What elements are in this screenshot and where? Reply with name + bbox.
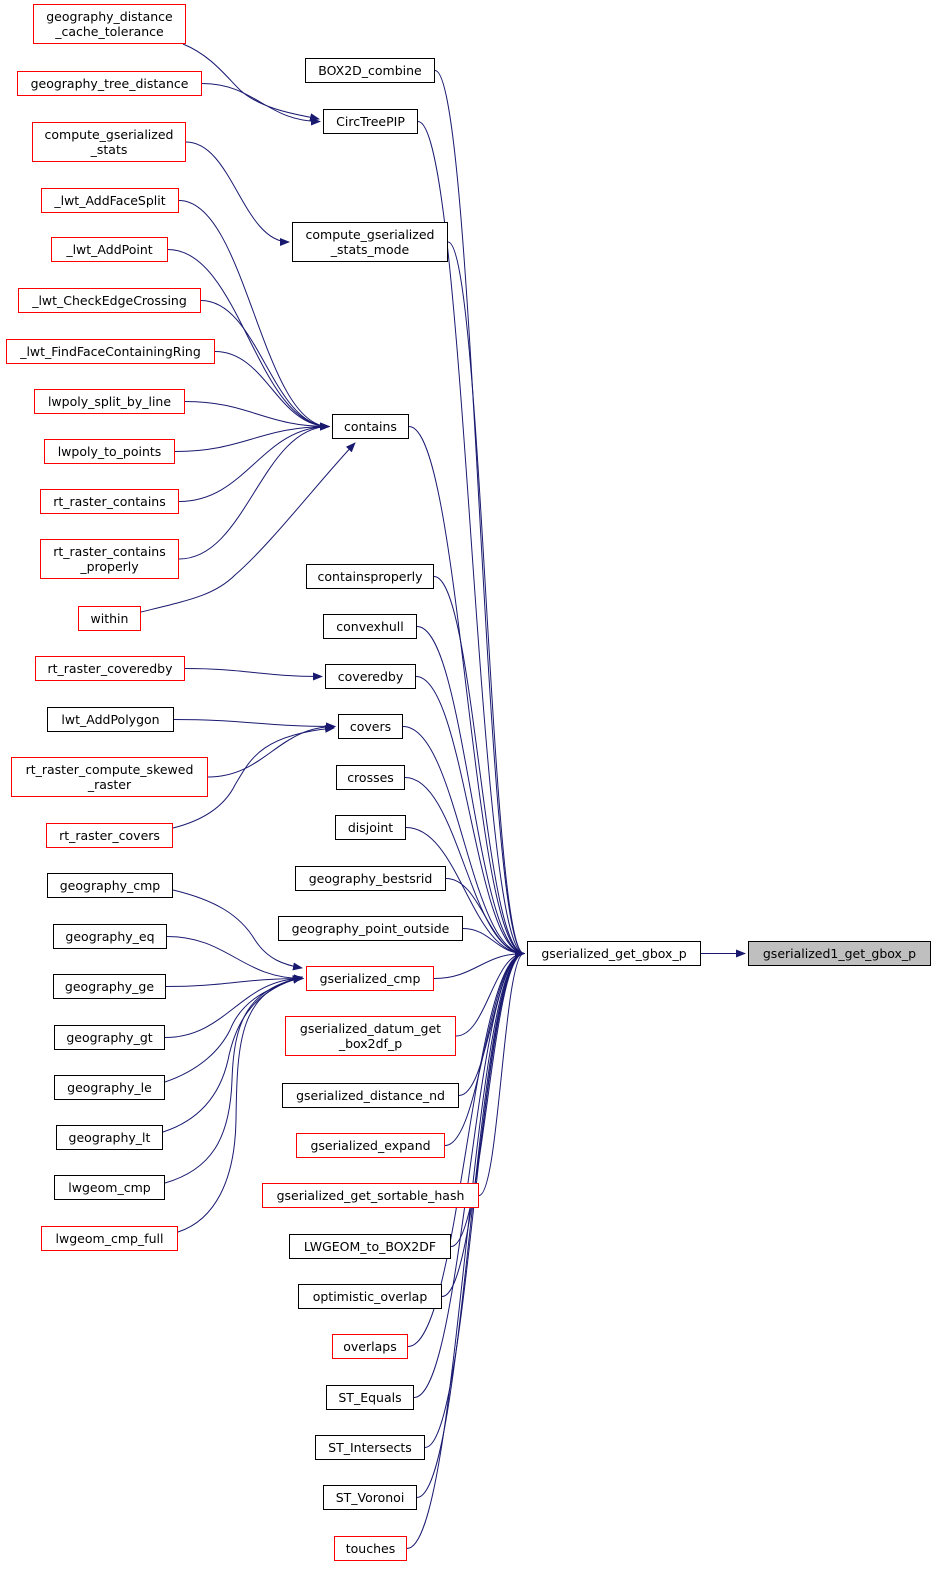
node-touches[interactable]: touches	[334, 1536, 407, 1561]
node-rt-raster-compute-skewed-raster[interactable]: rt_raster_compute_skewed _raster	[11, 757, 208, 797]
node-covers[interactable]: covers	[338, 714, 403, 739]
edge-st-voronoi-to-gserialized-get-gbox-p	[416, 949, 525, 1498]
node-convexhull[interactable]: convexhull	[323, 614, 417, 639]
node-contains[interactable]: contains	[332, 414, 409, 439]
node-gserialized-datum-get-box2df-p[interactable]: gserialized_datum_get _box2df_p	[285, 1016, 456, 1056]
node-geography-le[interactable]: geography_le	[54, 1075, 165, 1100]
node-gserialized-distance-nd[interactable]: gserialized_distance_nd	[282, 1083, 459, 1108]
node-geography-point-outside[interactable]: geography_point_outside	[278, 916, 463, 941]
edge-lwgeom-cmp-full-to-gserialized-cmp	[177, 975, 303, 1233]
edge-st-equals-to-gserialized-get-gbox-p	[413, 949, 525, 1398]
edge-rt-raster-contains-to-contains	[178, 422, 330, 502]
node-compute-gserialized-stats[interactable]: compute_gserialized _stats	[32, 122, 186, 162]
node-crosses[interactable]: crosses	[336, 765, 405, 790]
edge-lwgeom-to-box2df-to-gserialized-get-gbox-p	[450, 949, 525, 1247]
node-within[interactable]: within	[78, 606, 141, 631]
node-lwt-addpoint[interactable]: _lwt_AddPoint	[51, 237, 168, 262]
edge-coveredby-to-gserialized-get-gbox-p	[415, 676, 525, 958]
edge-lwpoly-split-by-line-to-contains	[184, 401, 330, 431]
edge-gserialized-cmp-to-gserialized-get-gbox-p	[433, 949, 525, 979]
edge-geography-eq-to-gserialized-cmp	[166, 936, 304, 983]
node-rt-raster-coveredby[interactable]: rt_raster_coveredby	[35, 656, 185, 681]
node-lwt-checkedgecrossing[interactable]: _lwt_CheckEdgeCrossing	[18, 288, 201, 313]
node-geography-distance-cache-tolerance[interactable]: geography_distance _cache_tolerance	[33, 4, 186, 44]
edge-lwt-checkedgecrossing-to-contains	[200, 300, 330, 431]
edge-rt-raster-contains-properly-to-contains	[178, 422, 330, 560]
edge-convexhull-to-gserialized-get-gbox-p	[416, 626, 525, 958]
node-geography-bestsrid[interactable]: geography_bestsrid	[295, 866, 446, 891]
node-optimistic-overlap[interactable]: optimistic_overlap	[298, 1284, 442, 1309]
node-gserialized1-get-gbox-p: gserialized1_get_gbox_p	[748, 941, 931, 966]
node-disjoint[interactable]: disjoint	[335, 815, 406, 840]
node-containsproperly[interactable]: containsproperly	[306, 564, 434, 589]
edge-rt-raster-compute-skewed-raster-to-covers	[207, 722, 336, 778]
node-overlaps[interactable]: overlaps	[332, 1334, 408, 1359]
node-gserialized-get-gbox-p[interactable]: gserialized_get_gbox_p	[527, 941, 701, 966]
node-st-intersects[interactable]: ST_Intersects	[315, 1435, 425, 1460]
node-gserialized-cmp[interactable]: gserialized_cmp	[306, 966, 434, 991]
edge-touches-to-gserialized-get-gbox-p	[406, 949, 525, 1549]
edge-contains-to-gserialized-get-gbox-p	[408, 426, 525, 958]
edge-lwt-addfacesplit-to-contains	[178, 200, 330, 431]
edge-rt-raster-coveredby-to-coveredby	[184, 668, 323, 681]
edge-compute-gserialized-stats-mode-to-gserialized-get-gbox-p	[447, 241, 525, 958]
edge-rt-raster-covers-to-covers	[172, 724, 335, 829]
node-circtreepip[interactable]: CircTreePIP	[323, 109, 418, 134]
node-coveredby[interactable]: coveredby	[325, 664, 416, 689]
node-compute-gserialized-stats-mode[interactable]: compute_gserialized _stats_mode	[292, 222, 448, 262]
edge-geography-gt-to-gserialized-cmp	[164, 974, 304, 1038]
edge-within-to-contains	[140, 442, 356, 613]
node-rt-raster-contains-properly[interactable]: rt_raster_contains _properly	[40, 539, 179, 579]
node-geography-eq[interactable]: geography_eq	[53, 924, 167, 949]
node-rt-raster-covers[interactable]: rt_raster_covers	[46, 823, 173, 848]
edge-lwt-findfacecontainingring-to-contains	[214, 351, 330, 431]
node-st-voronoi[interactable]: ST_Voronoi	[323, 1485, 417, 1510]
node-gserialized-expand[interactable]: gserialized_expand	[296, 1133, 445, 1158]
node-lwgeom-cmp[interactable]: lwgeom_cmp	[54, 1175, 165, 1200]
edge-geography-cmp-to-gserialized-cmp	[172, 889, 303, 971]
node-geography-cmp[interactable]: geography_cmp	[47, 873, 173, 898]
node-lwpoly-to-points[interactable]: lwpoly_to_points	[44, 439, 175, 464]
edge-compute-gserialized-stats-to-compute-gserialized-stats-mode	[185, 141, 290, 246]
edge-lwgeom-cmp-to-gserialized-cmp	[164, 975, 303, 1184]
edge-lwt-addpolygon-to-covers	[173, 719, 336, 731]
node-lwt-addpolygon[interactable]: lwt_AddPolygon	[47, 707, 174, 732]
node-rt-raster-contains[interactable]: rt_raster_contains	[40, 489, 179, 514]
edge-circtreepip-to-gserialized-get-gbox-p	[417, 121, 525, 958]
edge-geography-lt-to-gserialized-cmp	[162, 975, 303, 1133]
node-lwt-findfacecontainingring[interactable]: _lwt_FindFaceContainingRing	[6, 339, 215, 364]
edge-geography-le-to-gserialized-cmp	[164, 975, 303, 1083]
node-lwpoly-split-by-line[interactable]: lwpoly_split_by_line	[34, 389, 185, 414]
edge-gserialized-get-sortable-hash-to-gserialized-get-gbox-p	[478, 949, 525, 1196]
edge-containsproperly-to-gserialized-get-gbox-p	[433, 576, 525, 958]
node-lwgeom-to-box2df[interactable]: LWGEOM_to_BOX2DF	[289, 1234, 451, 1259]
edge-gserialized-datum-get-box2df-p-to-gserialized-get-gbox-p	[455, 949, 525, 1037]
node-geography-lt[interactable]: geography_lt	[56, 1125, 163, 1150]
node-box2d-combine[interactable]: BOX2D_combine	[305, 58, 435, 83]
edge-disjoint-to-gserialized-get-gbox-p	[405, 827, 525, 958]
node-geography-gt[interactable]: geography_gt	[54, 1025, 165, 1050]
edge-covers-to-gserialized-get-gbox-p	[402, 726, 525, 958]
edge-geography-distance-cache-tolerance-to-circtreepip	[182, 43, 320, 122]
node-lwt-addfacesplit[interactable]: _lwt_AddFaceSplit	[41, 188, 179, 213]
edge-overlaps-to-gserialized-get-gbox-p	[407, 949, 525, 1347]
node-geography-ge[interactable]: geography_ge	[53, 974, 166, 999]
node-gserialized-get-sortable-hash[interactable]: gserialized_get_sortable_hash	[262, 1183, 479, 1208]
edge-box2d-combine-to-gserialized-get-gbox-p	[434, 70, 525, 958]
edge-geography-bestsrid-to-gserialized-get-gbox-p	[445, 878, 525, 958]
node-geography-tree-distance[interactable]: geography_tree_distance	[17, 71, 202, 96]
edge-lwpoly-to-points-to-contains	[174, 422, 330, 452]
node-st-equals[interactable]: ST_Equals	[326, 1385, 414, 1410]
edge-lwt-addpoint-to-contains	[167, 249, 330, 431]
node-lwgeom-cmp-full[interactable]: lwgeom_cmp_full	[41, 1226, 178, 1251]
edge-geography-ge-to-gserialized-cmp	[165, 974, 304, 987]
edge-geography-tree-distance-to-circtreepip	[201, 83, 321, 126]
